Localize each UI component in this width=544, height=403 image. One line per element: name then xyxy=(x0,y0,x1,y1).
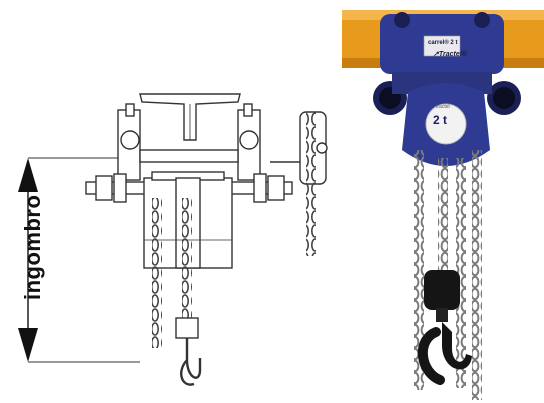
load-chain xyxy=(182,198,192,318)
arrow-down-icon xyxy=(18,328,38,362)
hand-chain-right xyxy=(306,112,316,256)
i-beam xyxy=(139,93,241,141)
hoist-body-photo: tractel xyxy=(402,83,490,166)
bottom-hook xyxy=(175,317,202,386)
dimension-lines xyxy=(18,157,140,363)
photo-chain-3 xyxy=(456,158,466,388)
hoist-photo: tractel xyxy=(342,10,544,400)
hook-block xyxy=(417,270,472,385)
dimension-label: ingombro xyxy=(20,194,45,300)
hand-chain-left xyxy=(152,198,162,348)
arrow-up-icon xyxy=(18,158,38,192)
hand-wheel xyxy=(270,111,328,185)
photo-chain-2 xyxy=(438,158,448,278)
nameplate-brand-logo: ↗Tractel® xyxy=(433,51,467,58)
photo-chain-4 xyxy=(472,150,482,400)
svg-text:tractel: tractel xyxy=(436,104,450,110)
nameplate-model: carrel® 2 t xyxy=(428,40,458,46)
trolley-frame xyxy=(117,103,261,181)
photo-chain-1 xyxy=(414,150,424,390)
capacity-label: 2 t xyxy=(433,113,448,127)
technical-drawing xyxy=(18,93,328,386)
